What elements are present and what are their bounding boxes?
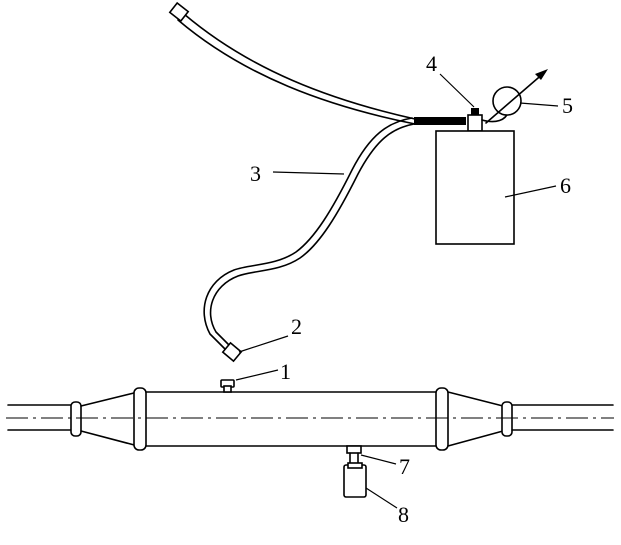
leader-6 — [504, 185, 557, 198]
hose-end-connector — [221, 341, 243, 363]
leader-7 — [360, 454, 397, 465]
hose-coupling — [414, 117, 466, 125]
right-flange — [435, 387, 449, 451]
label-8: 8 — [398, 502, 409, 527]
leader-5 — [519, 102, 559, 107]
label-6: 6 — [560, 173, 571, 198]
label-4: 4 — [426, 51, 437, 76]
weight — [343, 462, 367, 498]
leader-4 — [439, 73, 475, 108]
pipeline — [6, 387, 614, 451]
flexible-hose — [203, 117, 415, 353]
leader-8 — [365, 487, 398, 509]
arrow-head-icon — [535, 69, 548, 80]
leader-3 — [272, 171, 345, 175]
label-7: 7 — [399, 454, 410, 479]
gauge-needle-arrow — [485, 71, 546, 124]
left-flange — [133, 387, 147, 451]
label-3: 3 — [250, 161, 261, 186]
label-1: 1 — [280, 359, 291, 384]
gauge-dial — [492, 86, 522, 116]
leader-2 — [238, 335, 289, 353]
tank — [435, 130, 515, 245]
upper-cable — [168, 1, 416, 125]
right-pipe-collar — [501, 401, 513, 437]
leader-lines — [235, 73, 559, 509]
valve — [467, 108, 483, 132]
sleeve-body — [145, 391, 437, 447]
top-fitting — [220, 379, 235, 393]
leader-1 — [235, 369, 279, 381]
label-5: 5 — [562, 93, 573, 118]
right-cone — [447, 391, 504, 447]
label-2: 2 — [291, 314, 302, 339]
upper-cable-connector — [168, 1, 190, 23]
left-pipe-collar — [70, 401, 82, 437]
left-cone — [80, 391, 139, 447]
pressure-gauge — [481, 69, 548, 124]
bottom-fitting — [346, 445, 362, 466]
